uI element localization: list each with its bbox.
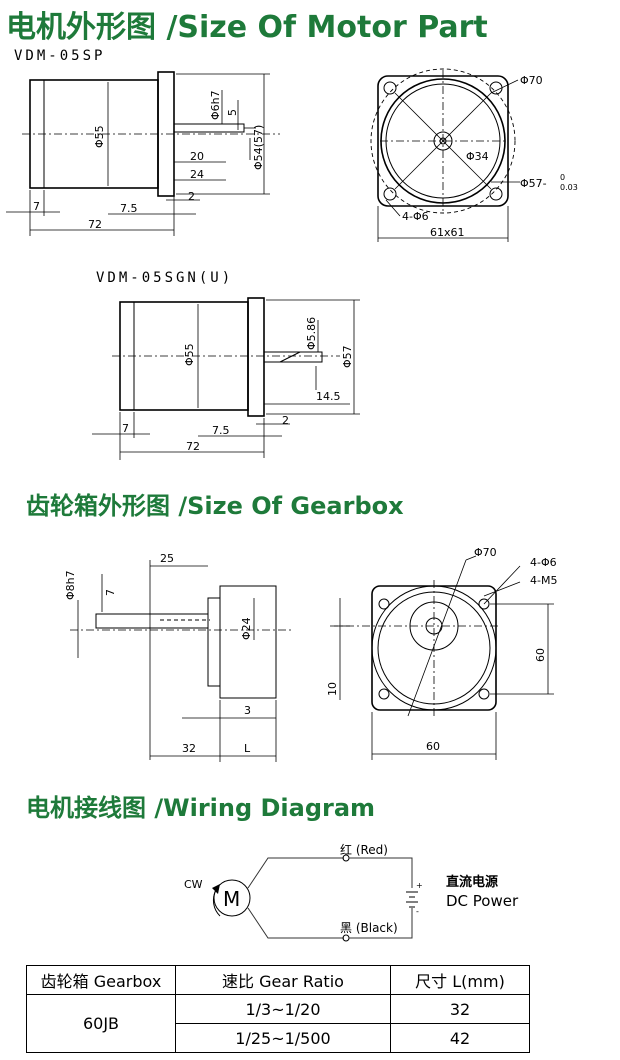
red-wire-label: 红 (Red) — [340, 842, 388, 857]
motor-symbol: M — [223, 887, 240, 911]
cw-label: CW — [184, 878, 203, 891]
table-header-row: 齿轮箱 Gearbox 速比 Gear Ratio 尺寸 L(mm) — [26, 965, 530, 995]
dim-phi57-front: Φ57- — [520, 177, 547, 190]
motor-size-heading: 电机外形图 /Size Of Motor Part — [6, 10, 488, 45]
dim-phi24-gear: Φ24 — [240, 617, 253, 640]
dim-2-sp: 2 — [188, 190, 195, 203]
dim-flange-sp: Φ54(57) — [252, 125, 265, 170]
dim-phi57-sgn: Φ57 — [341, 345, 354, 368]
dim-20-sp: 20 — [190, 150, 204, 163]
cell-l: 42 — [390, 1023, 530, 1053]
dim-10-gear: 10 — [326, 682, 339, 696]
dim-7-sgn: 7 — [122, 422, 129, 435]
model-label-sgn: VDM-05SGN(U) — [96, 270, 234, 286]
header-l: 尺寸 L(mm) — [390, 965, 530, 995]
dim-72-sp: 72 — [88, 218, 102, 231]
dim-L-gear: L — [244, 742, 251, 755]
dim-holes-front: 4-Φ6 — [402, 210, 429, 223]
header-ratio: 速比 Gear Ratio — [175, 965, 391, 995]
gearbox-side-view: Φ8h7 7 25 Φ24 3 32 L — [64, 552, 292, 762]
dim-tol-top: 0 — [560, 173, 565, 182]
dim-3-gear: 3 — [244, 704, 251, 717]
dim-7-5-sp: 7.5 — [120, 202, 138, 215]
dim-holes-gear: 4-Φ6 — [530, 556, 557, 569]
dim-five-sp: 5 — [226, 109, 239, 116]
wiring-diagram: M CW + - 红 (Red) 黑 (Black) 直流电源 DC Power — [184, 842, 519, 942]
plus-sign: + — [416, 881, 423, 890]
model-label-sp: VDM-05SP — [14, 48, 106, 64]
dim-phi70-gear: Φ70 — [474, 546, 497, 559]
motor-sp-side-view: Φ55 Φ6h7 5 Φ54(57) 20 24 2 7.5 7 72 — [6, 71, 280, 236]
dim-60-w-gear: 60 — [426, 740, 440, 753]
dim-square-front: 61x61 — [430, 226, 465, 239]
dim-shaft-sgn: Φ5.86 — [305, 317, 318, 350]
power-label-en: DC Power — [446, 892, 519, 910]
dim-phi55-sgn: Φ55 — [183, 343, 196, 366]
motor-sgn-side-view: Φ55 Φ5.86 Φ57 14.5 2 7.5 7 72 — [92, 297, 360, 460]
dim-7-sp: 7 — [33, 200, 40, 213]
dim-7-5-sgn: 7.5 — [212, 424, 230, 437]
dim-7-gear: 7 — [104, 589, 117, 596]
dim-24-sp: 24 — [190, 168, 204, 181]
dim-phi70-front: Φ70 — [520, 74, 543, 87]
cell-ratio: 1/25~1/500 — [175, 1023, 391, 1053]
dim-60-h-gear: 60 — [534, 648, 547, 662]
power-label-cn: 直流电源 — [446, 874, 498, 890]
dim-shaft-sp: Φ6h7 — [209, 90, 222, 120]
dim-phi55-sp: Φ55 — [93, 125, 106, 148]
dim-2-sgn: 2 — [282, 414, 289, 427]
gearbox-spec-table: 齿轮箱 Gearbox 速比 Gear Ratio 尺寸 L(mm) 60JB … — [26, 965, 530, 1053]
wiring-diagram-heading: 电机接线图 /Wiring Diagram — [26, 794, 376, 822]
minus-sign: - — [416, 907, 419, 916]
cell-ratio: 1/3~1/20 — [175, 994, 391, 1024]
table-row: 1/25~1/500 42 — [27, 1023, 530, 1053]
dim-25-gear: 25 — [160, 552, 174, 565]
header-gearbox: 齿轮箱 Gearbox — [26, 965, 176, 995]
dim-32-gear: 32 — [182, 742, 196, 755]
dim-phi34-front: Φ34 — [466, 150, 489, 163]
gearbox-front-view: Φ70 4-Φ6 4-M5 60 10 60 — [326, 546, 557, 760]
dim-72-sgn: 72 — [186, 440, 200, 453]
dim-14-5-sgn: 14.5 — [316, 390, 341, 403]
black-wire-label: 黑 (Black) — [340, 921, 398, 935]
gearbox-size-heading: 齿轮箱外形图 /Size Of Gearbox — [26, 492, 404, 520]
cell-gearbox-model: 60JB — [26, 994, 176, 1053]
dim-tol-bottom: 0.03 — [560, 183, 578, 192]
dim-shaft-gear: Φ8h7 — [64, 570, 77, 600]
dim-threads-gear: 4-M5 — [530, 574, 557, 587]
table-row: 60JB 1/3~1/20 32 — [26, 994, 530, 1053]
cw-arrow-icon — [212, 884, 220, 894]
motor-front-view: Φ70 Φ34 Φ57- 0 0.03 4-Φ6 61x61 — [370, 68, 578, 242]
cell-l: 32 — [390, 994, 530, 1024]
